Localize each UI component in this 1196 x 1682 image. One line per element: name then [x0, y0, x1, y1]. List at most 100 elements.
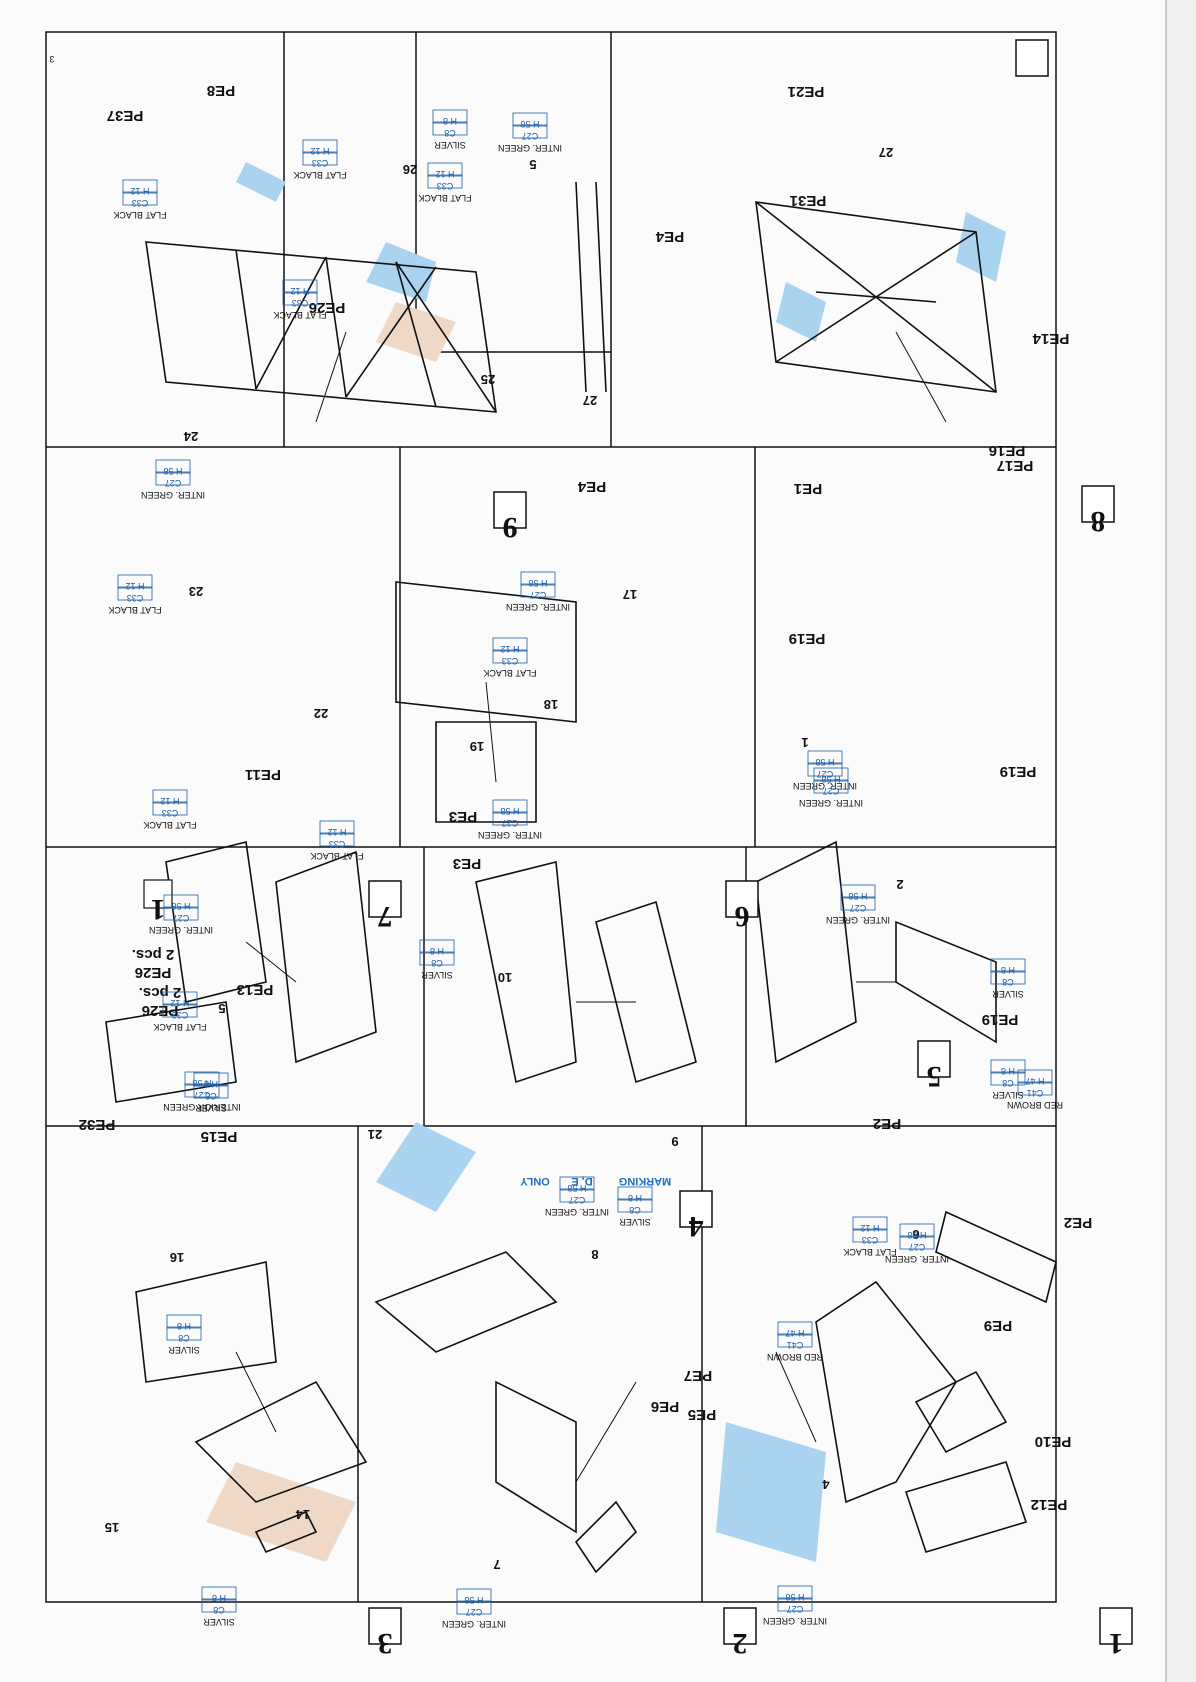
paint-code-33-name: FLAT BLACK: [273, 310, 326, 320]
paint-box-32-c: [122, 191, 158, 206]
paint-box-3-h: [899, 1223, 935, 1238]
paint-code-28-mr: C27: [522, 131, 539, 141]
paint-code-17-hobby: H 58: [815, 757, 834, 767]
paint-code-31-name: FLAT BLACK: [418, 193, 471, 203]
paint-code-29-hobby: H 12: [310, 146, 329, 156]
paint-code-17-name: INTER. GREEN: [793, 781, 857, 791]
paint-box-33-c: [282, 291, 318, 306]
part-label-10: 21: [368, 1127, 382, 1142]
step-1-box: [1099, 1607, 1133, 1645]
part-label-5: 14: [295, 1507, 310, 1522]
paint-code-4-mr: C33: [862, 1235, 879, 1245]
pe-label-1: PE12: [1031, 1496, 1068, 1513]
paint-code-9-name: SILVER: [619, 1217, 651, 1227]
paint-code-33-hobby: H 12: [290, 286, 309, 296]
paint-box-21-c: [492, 649, 528, 664]
paint-code-15-mr: C33: [172, 1010, 189, 1020]
paint-box-30-h: [432, 109, 468, 124]
paint-code-22-hobby: H 12: [327, 827, 346, 837]
paint-box-16-c: [840, 896, 876, 911]
step-7-box: [368, 880, 402, 918]
paint-code-26-hobby: H 12: [160, 796, 179, 806]
pe-label-19: PE3: [453, 855, 481, 872]
paint-box-29-h: [302, 139, 338, 154]
paint-code-27-mr: C27: [173, 913, 190, 923]
pe-label-28: PE21: [788, 83, 825, 100]
part-label-13: 17: [623, 587, 637, 602]
paint-code-32-hobby: H 12: [130, 186, 149, 196]
paint-code-2-name: RED BROWN: [767, 1352, 823, 1362]
pe-label-16: PE19: [982, 1011, 1019, 1028]
paint-code-11-hobby: H 8: [1001, 1066, 1015, 1076]
paint-code-8-name: SILVER: [168, 1345, 200, 1355]
paint-code-30-mr: C8: [444, 128, 456, 138]
paint-code-6-name: INTER. GREEN: [545, 1207, 609, 1217]
paint-box-15-h: [162, 991, 198, 1006]
paint-code-30-hobby: H 8: [443, 116, 457, 126]
paint-code-32-name: FLAT BLACK: [113, 210, 166, 220]
paint-box-21-h: [492, 637, 528, 652]
paint-box-24-h: [184, 1071, 220, 1086]
paint-code-20-mr: C27: [530, 590, 547, 600]
pe-label-30: PE26: [309, 299, 346, 316]
paint-code-5-name: INTER. GREEN: [442, 1619, 506, 1629]
pe-label-29: PE4: [655, 228, 684, 245]
paint-code-2-hobby: H 47: [785, 1328, 804, 1338]
pe-label-26: PE4: [577, 478, 606, 495]
paint-code-28-name: INTER. GREEN: [498, 143, 562, 153]
paint-code-6-hobby: H 58: [567, 1183, 586, 1193]
paint-code-4-hobby: H 12: [860, 1223, 879, 1233]
paint-box-28-h: [512, 112, 548, 127]
paint-box-31-h: [427, 162, 463, 177]
pe-label-25: PE14: [1032, 330, 1069, 347]
paint-code-17-mr: C27: [817, 769, 834, 779]
marking-suffix: ONLY: [520, 1175, 550, 1187]
paint-code-24-name: INTERIOR GREEN: [163, 1102, 241, 1112]
sub-step-box: [143, 879, 173, 909]
paint-code-5-mr: C27: [466, 1607, 483, 1617]
step-5-number: 5: [927, 1060, 942, 1093]
pe-label-11: PE26: [142, 1002, 179, 1019]
paint-box-8-c: [166, 1326, 202, 1341]
paint-code-31-mr: C33: [437, 181, 454, 191]
paint-code-24-hobby: H 58: [192, 1078, 211, 1088]
paint-box-13-h: [1017, 1069, 1053, 1084]
pe-label-22: PE16: [989, 442, 1026, 459]
paint-code-1-mr: C27: [787, 1604, 804, 1614]
step-4-box: [679, 1190, 713, 1228]
paint-code-12-mr: C8: [1002, 977, 1014, 987]
paint-code-30-name: SILVER: [434, 140, 466, 150]
pe-label-13: PE26: [135, 964, 172, 981]
pe-label-24: PE1: [794, 480, 822, 497]
paint-box-25-h: [155, 459, 191, 474]
paint-box-22-h: [319, 820, 355, 835]
paint-code-21-mr: C33: [502, 656, 519, 666]
paint-code-12-name: SILVER: [992, 989, 1024, 999]
paint-box-33-h: [282, 279, 318, 294]
part-label-14: 18: [544, 697, 558, 712]
pe-label-21: PE11: [245, 766, 281, 783]
paint-box-17-h: [807, 750, 843, 765]
part-label-24: 27: [879, 145, 893, 160]
paint-box-16-h: [840, 884, 876, 899]
part-label-22: 5: [529, 157, 536, 172]
step-2-number: 2: [733, 1627, 748, 1660]
part-label-20: 25: [481, 372, 495, 387]
paint-code-8-mr: C8: [178, 1333, 190, 1343]
paint-box-22-c: [319, 832, 355, 847]
paint-code-25-name: INTER. GREEN: [141, 490, 205, 500]
step-8-box: [1081, 485, 1115, 523]
marking-letters: D, E: [571, 1175, 592, 1187]
part-label-11: 2: [896, 877, 903, 892]
paint-box-27-h: [163, 894, 199, 909]
paint-box-7-c: [201, 1598, 237, 1613]
step-boxes: [1015, 39, 1049, 77]
paint-box-18-h: [813, 767, 849, 782]
paint-box-2-c: [777, 1333, 813, 1348]
leader-lines: [235, 331, 947, 1483]
pe-label-20: PE3: [449, 808, 477, 825]
part-label-17: 22: [314, 706, 328, 721]
part-label-4: 8: [591, 1247, 598, 1262]
paint-box-32-h: [122, 179, 158, 194]
